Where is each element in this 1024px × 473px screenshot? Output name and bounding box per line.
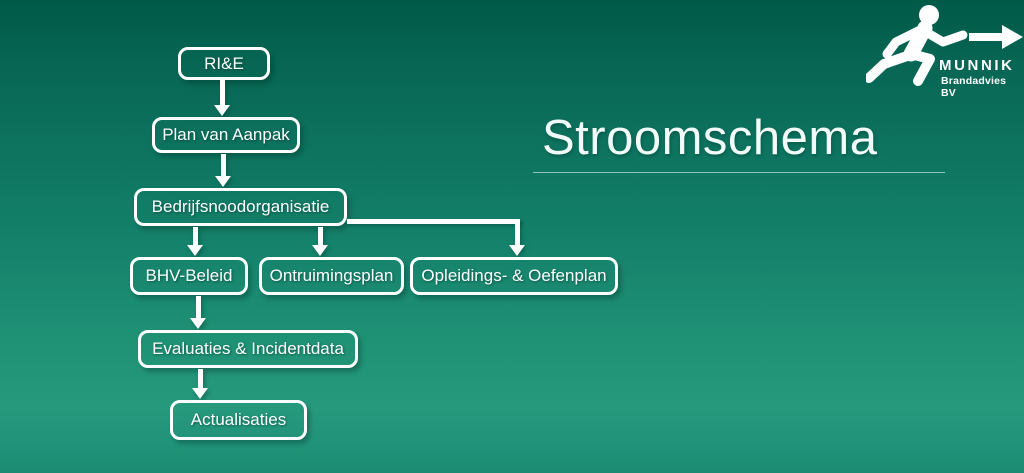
logo-company-name: MUNNIK xyxy=(939,57,1015,74)
flow-arrow-down xyxy=(187,227,203,256)
arrow-head xyxy=(312,245,328,256)
flow-node-label: Bedrijfsnoodorganisatie xyxy=(151,197,330,216)
running-man-icon xyxy=(866,5,1023,86)
flow-node-evaluaties-incidentdata: Evaluaties & Incidentdata xyxy=(138,330,358,368)
arrow-shaft xyxy=(219,80,225,105)
arrow-head xyxy=(192,388,208,399)
flow-node-rie: RI&E xyxy=(178,47,270,80)
flow-node-label: BHV-Beleid xyxy=(145,266,233,285)
arrow-head xyxy=(215,176,231,187)
flow-node-bedrijfsnoodorganisatie: Bedrijfsnoodorganisatie xyxy=(134,188,347,226)
arrow-head xyxy=(190,318,206,329)
arrow-shaft xyxy=(317,227,323,245)
flow-node-opleidings-oefenplan: Opleidings- & Oefenplan xyxy=(410,257,618,295)
elbow-connector-vertical xyxy=(515,219,520,245)
right-arrow-icon xyxy=(969,25,1023,49)
flow-arrow-down xyxy=(215,154,231,187)
logo-subtitle: Brandadvies BV xyxy=(941,75,1007,99)
flow-node-plan-van-aanpak: Plan van Aanpak xyxy=(152,117,300,153)
flow-node-actualisaties: Actualisaties xyxy=(170,400,307,440)
arrow-head xyxy=(509,245,525,256)
arrow-shaft xyxy=(195,296,201,318)
title-underline xyxy=(533,172,945,173)
arrow-shaft xyxy=(197,369,203,388)
flow-arrow-down xyxy=(190,296,206,329)
flow-arrow-down xyxy=(192,369,208,399)
flow-node-label: RI&E xyxy=(204,53,244,73)
flow-node-ontruimingsplan: Ontruimingsplan xyxy=(259,257,404,295)
flow-node-bhv-beleid: BHV-Beleid xyxy=(130,257,248,295)
flow-arrow-down xyxy=(214,80,230,116)
elbow-connector-horizontal xyxy=(347,219,520,224)
arrow-shaft xyxy=(220,154,226,176)
arrow-shaft xyxy=(192,227,198,245)
flow-node-label: Evaluaties & Incidentdata xyxy=(152,339,344,358)
arrow-head xyxy=(187,245,203,256)
flow-arrow-down xyxy=(312,227,328,256)
page-title: Stroomschema xyxy=(542,111,878,165)
arrow-head xyxy=(214,105,230,116)
flow-node-label: Plan van Aanpak xyxy=(162,125,290,144)
flow-node-label: Ontruimingsplan xyxy=(269,266,394,285)
flow-node-label: Opleidings- & Oefenplan xyxy=(421,266,607,285)
flow-node-label: Actualisaties xyxy=(190,410,287,429)
